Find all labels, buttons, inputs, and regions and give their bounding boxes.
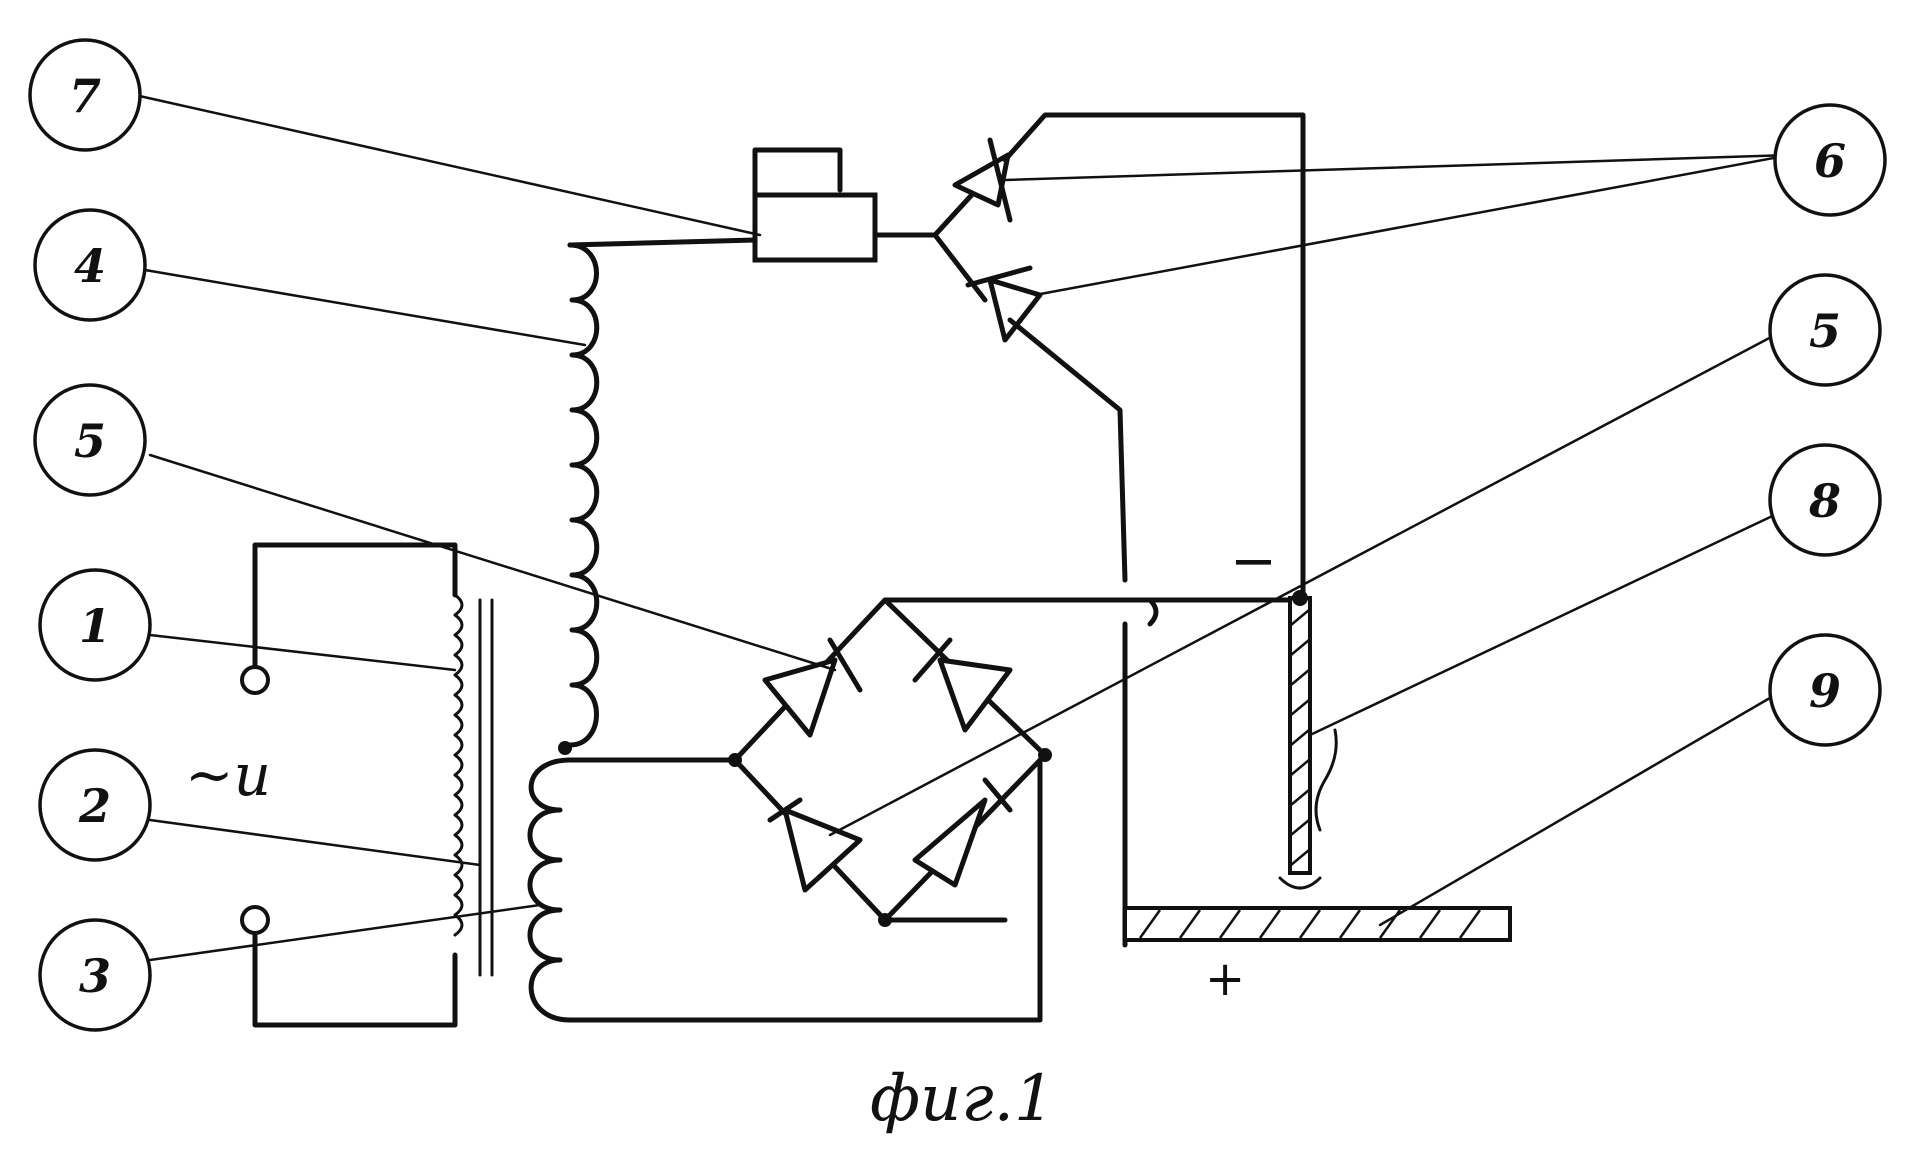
transformer-core (478, 598, 494, 977)
figure-caption: фиг.1 (870, 1062, 1055, 1136)
diode-pair (932, 112, 1306, 598)
svg-text:9: 9 (1809, 664, 1841, 718)
bridge-rectifier (732, 597, 1303, 948)
junction-dot (558, 741, 572, 755)
callout-1: 1 (38, 568, 152, 682)
plus-sign: + (1205, 951, 1245, 1007)
svg-text:6: 6 (1814, 134, 1846, 188)
svg-text:5: 5 (74, 414, 106, 468)
secondary-winding (527, 757, 1043, 1023)
callout-2: 2 (38, 748, 152, 862)
supply-terminal-top (240, 665, 270, 695)
svg-text:7: 7 (69, 69, 101, 123)
inductor (567, 237, 758, 748)
callout-5-left: 5 (33, 383, 147, 497)
supply-voltage-label: ~u (185, 741, 271, 809)
svg-text:5: 5 (1809, 304, 1841, 358)
primary-winding (240, 542, 464, 1028)
workpiece (1123, 906, 1512, 942)
callout-6: 6 (1773, 103, 1887, 217)
callout-9: 9 (1768, 633, 1882, 747)
svg-text:8: 8 (1808, 474, 1841, 528)
callout-4: 4 (33, 208, 147, 322)
leader-lines (133, 93, 1792, 962)
callout-7: 7 (28, 38, 142, 152)
svg-text:2: 2 (78, 779, 111, 833)
callout-5-right: 5 (1768, 273, 1882, 387)
junction-dot (1292, 590, 1308, 606)
svg-text:3: 3 (79, 949, 111, 1003)
junction-dot (1038, 748, 1052, 762)
svg-text:1: 1 (79, 599, 111, 653)
electrode (1278, 596, 1338, 890)
supply-terminal-bottom (240, 905, 270, 935)
switch-block (752, 147, 938, 263)
junction-dot (728, 753, 742, 767)
minus-sign: − (1230, 529, 1277, 594)
callout-8: 8 (1768, 443, 1882, 557)
junction-dot (878, 913, 892, 927)
callout-3: 3 (38, 918, 152, 1032)
svg-text:4: 4 (74, 239, 106, 293)
